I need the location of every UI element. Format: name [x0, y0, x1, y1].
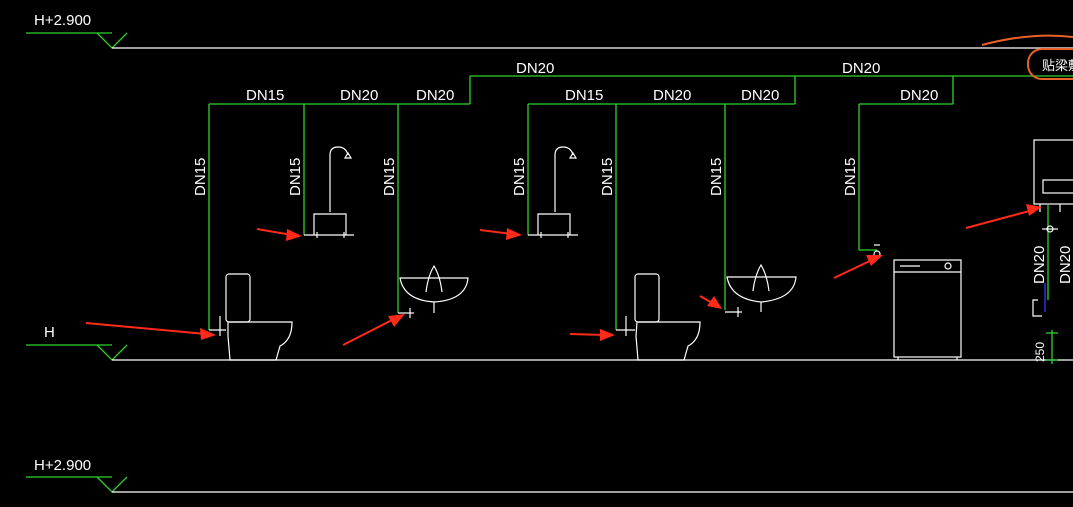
pipe-label-v-toilet-2: DN15 — [599, 158, 616, 196]
pipe-label-b2-seg2: DN20 — [653, 87, 691, 104]
arrow-basin-1 — [342, 314, 405, 346]
arrow-water-heater — [965, 204, 1042, 229]
arrow-shower-2 — [479, 228, 522, 240]
water-heater-icon — [1033, 139, 1073, 233]
pipe-label-v-basin-2: DN15 — [708, 158, 725, 196]
pipe-label-v-shower-1: DN15 — [287, 158, 304, 196]
pipe-label-main-right: DN20 — [842, 60, 880, 77]
basin-icon-2 — [725, 263, 797, 317]
right-risers: DN20 DN20 250 — [1031, 205, 1073, 364]
pipe-label-v-right-2: DN20 — [1057, 246, 1073, 284]
shower-icon-1 — [304, 146, 354, 238]
shower-icon-2 — [528, 146, 578, 238]
elevation-floor: H — [26, 324, 1073, 361]
elevation-label-floor: H — [44, 324, 55, 341]
toilet-icon-1 — [209, 273, 293, 361]
dimension-250: 250 — [1033, 342, 1047, 362]
branch-pipe-1: DN15 DN20 DN20 DN15 DN15 DN15 — [192, 87, 470, 330]
arrow-shower-1 — [256, 228, 302, 241]
arrow-toilet-2 — [569, 329, 615, 341]
pipe-label-b1-seg1: DN15 — [246, 87, 284, 104]
branch-pipe-2: DN15 DN20 DN20 DN15 DN15 DN15 — [511, 87, 795, 330]
main-pipe: DN20 DN20 — [469, 60, 1073, 104]
pipe-label-b1-seg2: DN20 — [340, 87, 378, 104]
pipe-label-b2-seg3: DN20 — [741, 87, 779, 104]
branch-pipe-3: DN20 DN15 — [842, 87, 953, 251]
pipe-label-b2-seg1: DN15 — [565, 87, 603, 104]
arrow-toilet-1 — [85, 322, 216, 340]
toilet-icon-2 — [616, 273, 701, 361]
elevation-top: H+2.900 — [26, 12, 1073, 49]
pipe-label-main-left: DN20 — [516, 60, 554, 77]
pipe-label-b3-seg1: DN20 — [900, 87, 938, 104]
markup-annotation: 贴梁敷 — [981, 34, 1073, 80]
pipe-label-v-right-1: DN20 — [1031, 246, 1048, 284]
pipe-label-b1-seg3: DN20 — [416, 87, 454, 104]
washing-machine-icon — [873, 244, 962, 360]
basin-icon-1 — [398, 264, 469, 318]
arrow-basin-2 — [699, 295, 722, 309]
pipe-label-v-washer: DN15 — [842, 158, 859, 196]
pipe-label-v-toilet-1: DN15 — [192, 158, 209, 196]
arrow-washer — [833, 255, 883, 279]
pipe-label-v-basin-1: DN15 — [381, 158, 398, 196]
elevation-label-top: H+2.900 — [34, 12, 91, 29]
elevation-bottom: H+2.900 — [26, 457, 1073, 493]
elevation-label-bottom: H+2.900 — [34, 457, 91, 474]
pipe-label-v-shower-2: DN15 — [511, 158, 528, 196]
annotation-text: 贴梁敷 — [1042, 59, 1073, 74]
